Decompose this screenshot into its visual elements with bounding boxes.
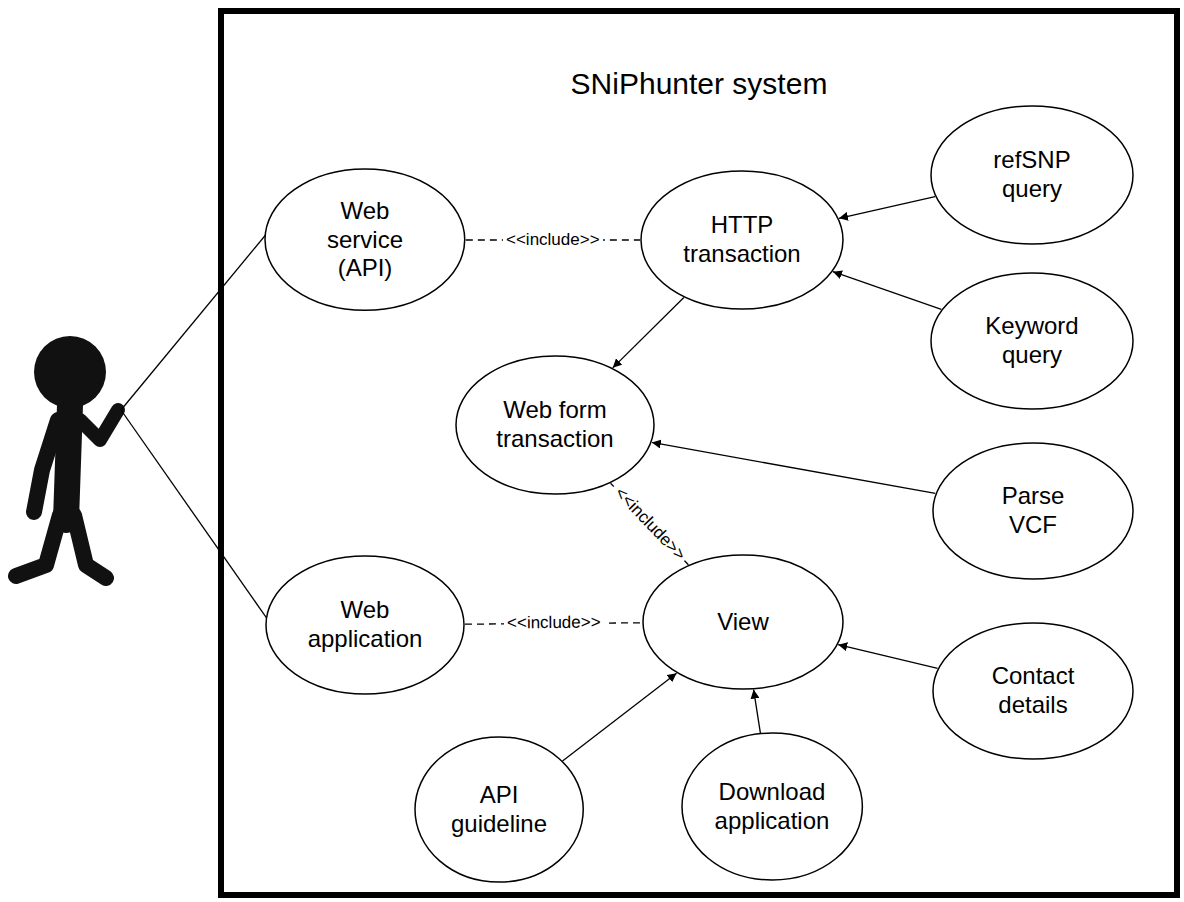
stereotype-label: <<include>> <box>608 482 690 567</box>
stereotype-label: <<include>> <box>503 231 603 250</box>
actor-link <box>121 232 268 410</box>
use-case: Web application <box>265 555 465 695</box>
system-boundary: SNiPhunter systemWeb service (API) HTTP t… <box>218 8 1180 898</box>
association-arrow <box>563 673 677 761</box>
use-case: HTTP transaction <box>640 170 844 310</box>
use-case: View <box>642 554 844 690</box>
use-case-label: API guideline <box>439 781 559 839</box>
stick-figure <box>16 336 118 578</box>
actor-link <box>121 410 268 620</box>
use-case-label: Download application <box>707 778 837 836</box>
association-arrow <box>839 197 935 219</box>
use-case: Download application <box>681 732 863 881</box>
association-arrow <box>652 442 935 493</box>
association-arrow <box>833 272 941 310</box>
use-case: API guideline <box>414 736 584 883</box>
association-arrow <box>613 298 684 368</box>
use-case-label: Parse VCF <box>988 482 1078 540</box>
use-case: Keyword query <box>930 272 1134 410</box>
use-case-label: Web application <box>295 596 435 654</box>
use-case-label: Contact details <box>963 662 1103 720</box>
use-case-label: View <box>717 608 769 637</box>
use-case: Web service (API) <box>264 168 466 311</box>
association-arrow <box>838 645 937 669</box>
use-case: Contact details <box>932 622 1134 760</box>
use-case-label: Keyword query <box>962 312 1102 370</box>
system-title: SNiPhunter system <box>224 66 1174 102</box>
stereotype-label: <<include>> <box>504 614 604 633</box>
use-case: Web form transaction <box>455 355 655 495</box>
use-case: Parse VCF <box>932 442 1134 580</box>
use-case-label: Web form transaction <box>485 396 625 454</box>
use-case: refSNP query <box>930 105 1134 245</box>
use-case-label: refSNP query <box>962 146 1102 204</box>
association-arrow <box>754 690 761 733</box>
use-case-label: HTTP transaction <box>672 211 812 269</box>
use-case-label: Web service (API) <box>310 197 420 283</box>
